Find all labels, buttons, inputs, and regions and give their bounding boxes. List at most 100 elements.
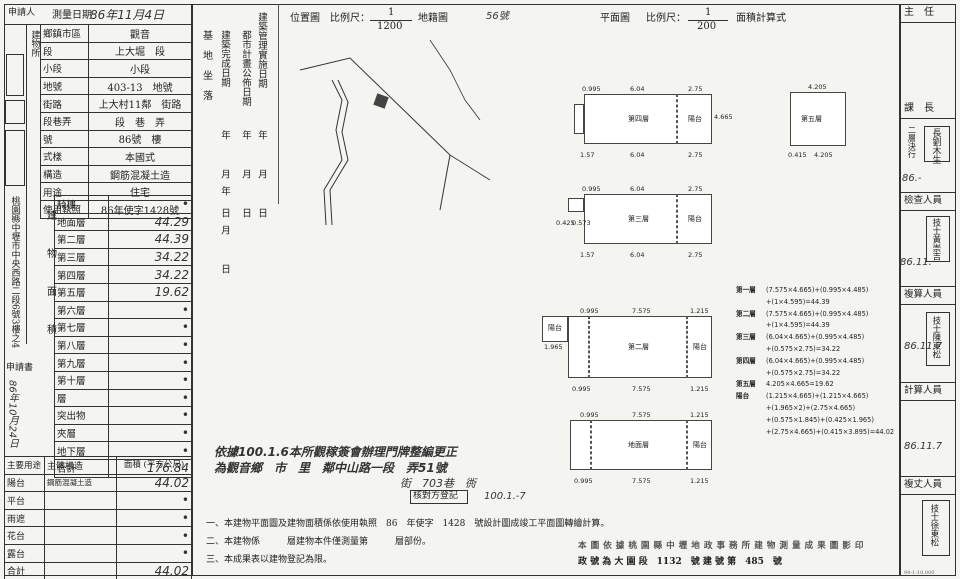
renumber-date: 100.1.-7 xyxy=(484,491,526,502)
floor-row-value: 44.29 xyxy=(108,212,192,232)
info-row-label: 段巷弄 xyxy=(40,111,89,131)
attached-structure xyxy=(44,526,117,545)
location-scale-bar xyxy=(370,20,412,21)
plan-d-balcony-box xyxy=(542,316,568,342)
calc-formula: +(0.575×2.75)=34.22 xyxy=(766,345,841,353)
sig-div-4 xyxy=(900,210,956,211)
surveyor-label: 複丈人員 xyxy=(904,479,943,490)
plan-d-main xyxy=(568,316,712,378)
plan-d-balcony: 陽台 xyxy=(548,324,562,332)
attached-area: • xyxy=(116,543,192,563)
floor-row-label: 夾層 xyxy=(54,423,109,443)
checker-seal-text: 技士黃崇吉 xyxy=(930,218,941,261)
attached-area: • xyxy=(116,526,192,545)
sig-div-3 xyxy=(900,192,956,193)
calc-formula: (1.215×4.665)+(1.215×4.665) xyxy=(766,392,869,401)
info-row-label: 街路 xyxy=(40,94,89,113)
plan-c-dim-5: 0.573 xyxy=(572,219,591,227)
sig-div-2 xyxy=(900,118,956,119)
attached-header-structure: 主體構造 xyxy=(44,456,117,475)
permit-divider xyxy=(278,4,279,204)
attached-structure xyxy=(44,491,117,510)
reviewer-seal xyxy=(926,312,950,366)
attached-structure xyxy=(44,508,117,528)
floor-row-label: 第七層 xyxy=(54,318,109,337)
info-row-value: 上大堀 段 xyxy=(88,41,192,61)
verify-stamp-text: 核對方登記 xyxy=(413,491,459,501)
left-vertical-address: 桃園縣中壢市中央西路二段6號3樓之4 xyxy=(9,196,20,349)
plan-c-dim-8: 2.75 xyxy=(688,251,703,259)
calc-formula: +(0.575×1.845)+(0.425×1.965) xyxy=(766,415,874,424)
plan-c-label: 第三層 xyxy=(628,215,649,223)
calc-line: +(2.75×4.665)+(0.415×3.895)=44.02 xyxy=(736,428,896,439)
reviewer-seal-text: 技士陳東松 xyxy=(930,316,941,359)
cadastral-map-number: 56號 xyxy=(486,11,509,22)
plan-e-dim-4: 0.995 xyxy=(574,477,593,485)
info-row-value: 段 巷 弄 xyxy=(88,111,192,131)
info-row-value: 上大村11鄰 街路 xyxy=(88,94,192,113)
permit-col-1: 建築管理實施日期 xyxy=(255,12,267,88)
calc-formula: (7.575×4.665)+(0.995×4.485) xyxy=(766,309,869,318)
attached-use: 花台 xyxy=(4,526,45,545)
plan-a-dim-4: 1.57 xyxy=(580,151,595,159)
calc-line: 第三層(6.04×4.665)+(0.995×4.485) xyxy=(736,333,896,344)
calculator-label: 計算人員 xyxy=(904,385,943,396)
plan-e-dim-3: 1.215 xyxy=(690,411,709,419)
plan-a-dim-7: 4.665 xyxy=(714,113,733,121)
attached-use: 平台 xyxy=(4,491,45,510)
location-map-label: 位置圖 xyxy=(290,13,320,24)
info-row: 鄉鎮市區觀音 xyxy=(40,24,192,43)
plan-scale-label: 比例尺： xyxy=(646,13,686,24)
sig-div-5 xyxy=(900,286,956,287)
plan-c-dim-4: 0.425 xyxy=(556,219,575,227)
floor-row-label: 層 xyxy=(54,388,109,408)
applicant-small-label: 申請書 xyxy=(6,363,34,373)
calc-formula: +(1×4.595)=44.39 xyxy=(766,321,830,330)
calc-formula: +(1×4.595)=44.39 xyxy=(766,297,830,306)
plan-a-dim-1: 0.995 xyxy=(582,85,601,93)
attached-use: 合計 xyxy=(4,561,45,579)
sig-div-9 xyxy=(900,476,956,477)
floor-row: 第九層• xyxy=(54,353,192,372)
floor-row: 層• xyxy=(54,388,192,408)
surveyor-seal xyxy=(922,500,950,556)
info-row-value: 86號 樓 xyxy=(88,129,192,149)
plan-d-dim-5: 0.995 xyxy=(572,385,591,393)
floor-row: 第七層• xyxy=(54,318,192,337)
plan-d-dim-7: 1.215 xyxy=(690,385,709,393)
info-row-value: 403-13 地號 xyxy=(88,76,192,96)
plan-b-dim-3: 4.205 xyxy=(814,151,833,159)
applicant-stamp-3 xyxy=(5,130,25,186)
floor-row-label: 第六層 xyxy=(54,300,109,320)
chief-seal xyxy=(924,126,950,162)
attached-header-row: 主要用途主體構造面積 (平方公尺) xyxy=(4,456,192,475)
floor-row-value: • xyxy=(108,195,192,214)
calc-formula: +(2.75×4.665)+(0.415×3.895)=44.02 xyxy=(766,427,895,436)
info-row-label: 構造 xyxy=(40,164,89,184)
info-row-label: 地號 xyxy=(40,76,89,96)
checker-label: 檢查人員 xyxy=(904,195,943,206)
info-row: 構造鋼筋混凝土造 xyxy=(40,164,192,184)
plan-a-balcony: 陽台 xyxy=(688,115,702,123)
section-chief-label: 課 長 xyxy=(904,103,934,114)
plan-c-dim-3: 2.75 xyxy=(688,185,703,193)
info-row: 段巷弄段 巷 弄 xyxy=(40,111,192,131)
plan-a-bump xyxy=(574,104,584,134)
info-row: 小段小段 xyxy=(40,59,192,78)
plan-c-dim-6: 1.57 xyxy=(580,251,595,259)
renumber-note-2: 為觀音鄉 市 里 鄰中山路一段 弄51號 xyxy=(214,461,447,475)
office-line-2: 政 號 為 大 園 段 1132 號 建 號 第 485 號 xyxy=(578,557,782,567)
permit-ymd-1: 年 月 日 xyxy=(218,130,230,228)
calc-floor-label: 第三層 xyxy=(736,333,756,342)
chief-date: 86.- xyxy=(902,173,922,184)
floor-row-value: 19.62 xyxy=(108,282,192,302)
chief-seal-text: 長劉木生 xyxy=(930,128,941,164)
applicant-date-small: 86年10月24日 xyxy=(6,380,18,449)
calc-formula: (6.04×4.665)+(0.995×4.485) xyxy=(766,356,865,365)
attached-area: 44.02 xyxy=(116,473,192,493)
